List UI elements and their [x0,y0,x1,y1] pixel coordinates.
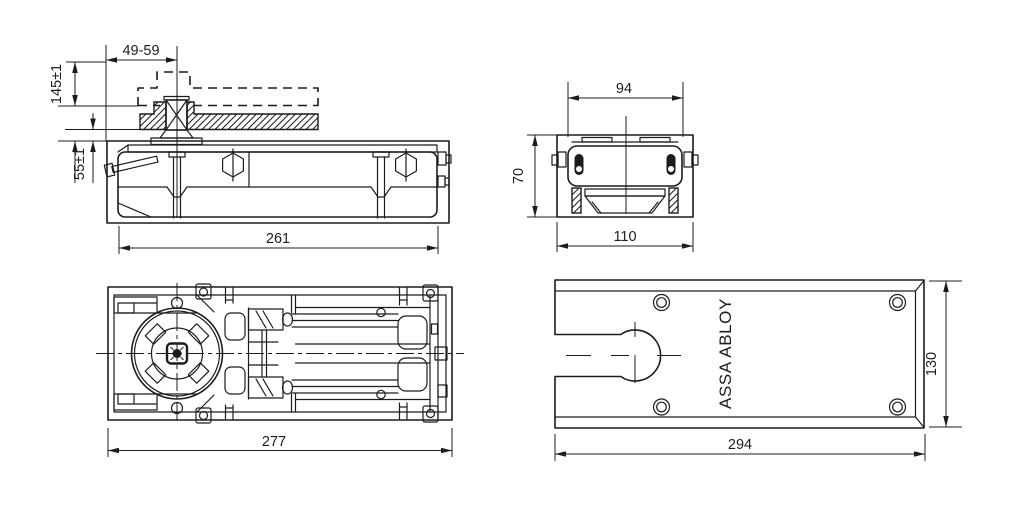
valve-hex-bolt-right [395,148,417,182]
plan-chamfer-top [196,294,215,313]
door-dashed-outline [137,71,319,106]
rail-hole-top [376,307,386,318]
body-mid-line [117,186,438,198]
anchor-bolt-right [372,151,390,219]
left-end-block-top [113,296,158,314]
lower-block [584,188,666,214]
dim-install-height: 145±1 [49,61,138,107]
cover-plate-view: ASSA ABLOY 294 130 [554,279,962,461]
dim-box-height: 70 [511,134,557,218]
brand-logo-text: ASSA ABLOY [716,298,735,409]
dim-plate-width: 94 [567,81,684,137]
mounting-tab-top-left [195,283,212,300]
disc-hole-3 [144,362,167,384]
dim-box-top-depth: 55±1 [58,113,140,183]
right-end-wall [429,287,448,420]
dim-label-box-top-depth: 55±1 [72,148,88,180]
disc-hole-1 [144,323,167,345]
dim-label-box-length: 277 [262,434,286,450]
dim-body-length: 261 [118,226,439,254]
cover-plate-bevel [554,279,925,429]
plan-box-inner [113,294,447,413]
dim-label-plate-width: 94 [616,81,632,97]
anchor-bolt-left [168,151,186,219]
guide-block-top-right [397,315,428,350]
keyhole-crosshair [566,322,681,383]
spring-rails [291,306,431,401]
roller-bottom-left [224,366,246,395]
piston-lower [247,376,294,399]
end-valve-upper [430,323,439,335]
side-view: 49-59 145±1 55±1 [49,43,452,254]
dim-label-install-height: 145±1 [49,64,65,104]
roller-top-left [224,312,246,341]
cam-disc [130,307,224,400]
end-mounting-plate [567,145,683,187]
end-screw-lower [437,175,450,188]
cement-box-outline [106,140,450,224]
adjustment-rod [103,155,159,178]
piston-upper [247,308,294,331]
cover-screw-hole-top-right [888,293,907,312]
slot-hole-right [666,154,676,175]
dim-label-body-length: 261 [266,231,290,247]
cover-screw-hole-bottom-left [652,398,671,416]
dim-plate-width: 130 [924,280,962,428]
mounting-plate-edge [127,144,438,153]
plan-box-outline [107,286,453,421]
slot-hole-left [574,154,584,175]
dim-label-box-height: 70 [511,168,527,184]
side-screw-right [683,151,699,168]
plan-view: 277 [96,283,464,457]
screw-section-left [571,187,582,214]
end-valve-center [434,346,448,361]
screw-section-right [668,187,679,214]
rail-hole-bottom [376,389,386,400]
spindle-cross-2 [165,99,188,131]
mounting-tab-bottom-left [195,407,212,424]
guide-block-bottom-right [397,357,428,392]
end-top-strip-left [581,136,613,143]
end-box-outline [556,134,694,218]
left-end-block-bottom [113,393,158,411]
dim-box-length: 277 [107,428,453,457]
body-bottom-chamfer [117,202,152,218]
plan-chamfer-bottom [196,394,215,413]
end-view: 94 70 110 [511,81,699,252]
spindle-socket [165,342,189,365]
dim-label-spindle-offset: 49-59 [122,43,159,59]
dim-label-plate-width: 130 [924,352,940,376]
dim-box-width: 110 [556,222,694,252]
side-screw-left [551,151,567,168]
end-screw-upper [437,151,452,166]
end-top-strip-right [639,136,671,143]
roller-assembly [224,307,294,400]
dim-plate-length: 294 [554,434,926,461]
cover-plate-outline [554,279,925,429]
dim-label-box-width: 110 [613,229,636,245]
body-top-left-chamfer [117,144,129,153]
body-outline [117,151,438,218]
edge-ticks [224,287,408,420]
end-valve-lower [437,384,448,398]
closer-body [103,144,452,219]
disc-hole-4 [187,362,210,384]
spindle-center-dot [172,349,182,358]
dim-label-plate-length: 294 [728,437,752,453]
cover-screw-hole-bottom-right [888,398,907,416]
valve-hex-bolt-left [222,148,244,182]
disc-hole-2 [187,323,210,345]
center-hole-bottom [170,401,184,415]
cover-screw-hole-top-left [652,293,671,312]
dim-spindle-offset: 49-59 [105,43,177,141]
